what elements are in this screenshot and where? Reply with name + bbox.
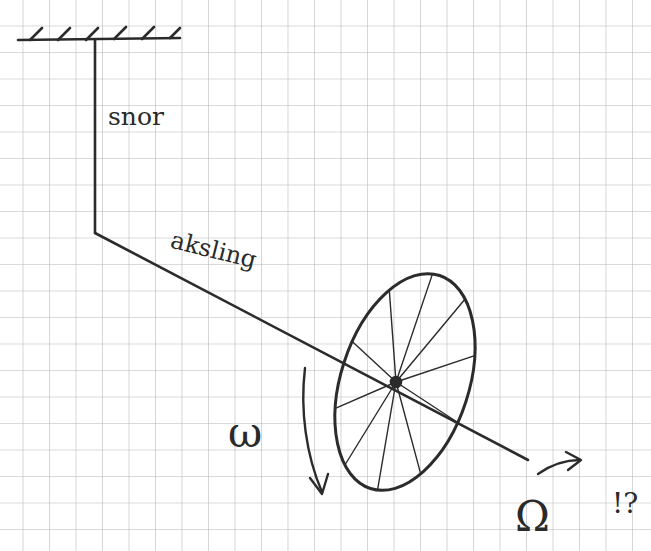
spoke bbox=[389, 290, 396, 382]
ceiling-hatching bbox=[30, 27, 180, 40]
spoke bbox=[345, 382, 396, 465]
spin-symbol: ω bbox=[228, 412, 262, 454]
string-label: snor bbox=[108, 104, 164, 129]
spoke bbox=[396, 382, 421, 474]
precession-arrowhead bbox=[566, 452, 581, 470]
spin-arrowhead bbox=[310, 474, 328, 494]
spoke bbox=[396, 356, 475, 382]
wheel-spokes bbox=[335, 274, 474, 490]
question-note: !? bbox=[612, 490, 638, 518]
spoke bbox=[396, 274, 433, 382]
spoke bbox=[335, 382, 396, 408]
ceiling-line bbox=[18, 38, 180, 40]
spoke bbox=[396, 299, 465, 382]
spin-arrow bbox=[303, 368, 322, 492]
axle bbox=[95, 233, 528, 460]
string bbox=[94, 40, 97, 233]
spoke bbox=[352, 342, 396, 383]
precession-symbol: Ω bbox=[515, 496, 550, 538]
wheel-hub bbox=[391, 377, 401, 387]
wheel-rim bbox=[310, 256, 501, 509]
